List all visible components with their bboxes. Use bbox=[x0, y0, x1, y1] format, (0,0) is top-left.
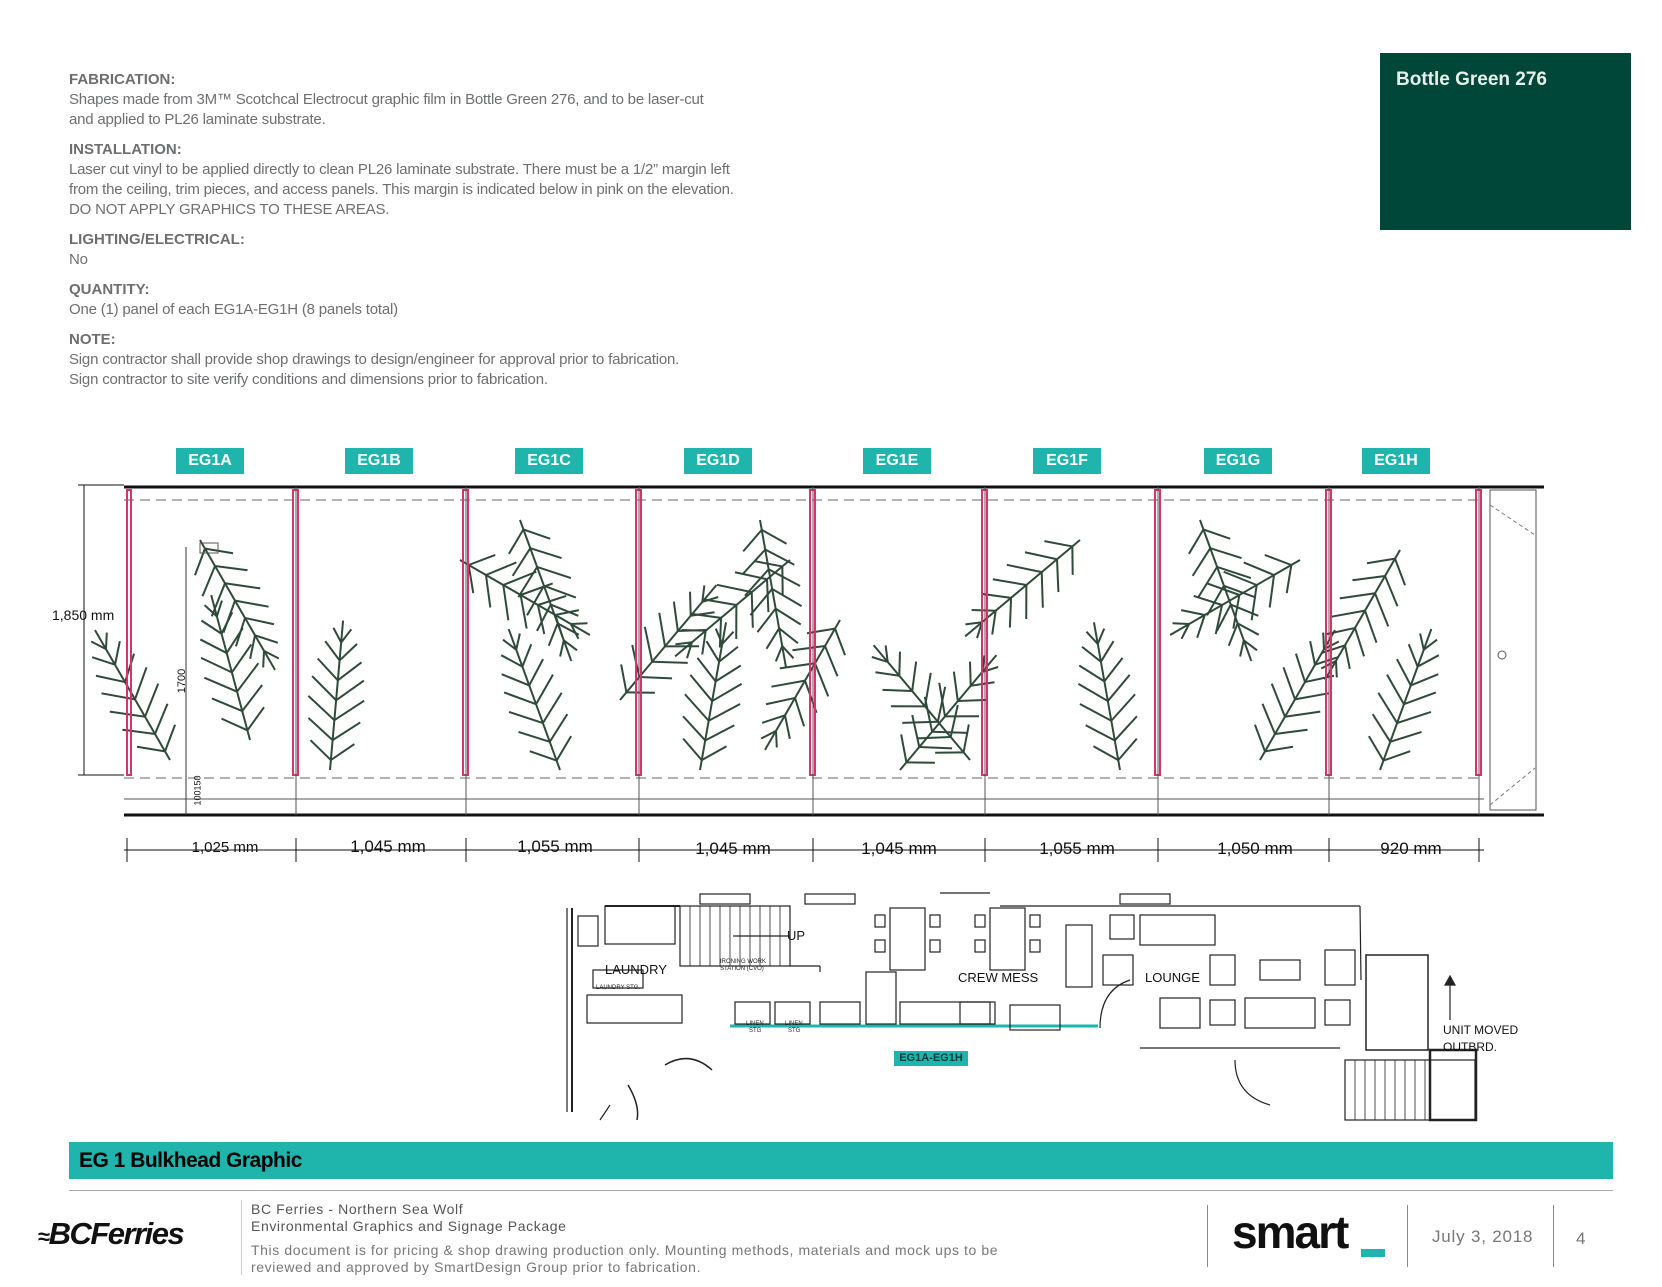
spec-section: FABRICATION: Shapes made from 3M™ Scotch… bbox=[69, 70, 769, 400]
bcferries-wordmark: BCFerries bbox=[48, 1216, 185, 1251]
panel-tag-eg1a: EG1A bbox=[176, 448, 244, 474]
footer-divider-4 bbox=[1553, 1205, 1554, 1267]
smart-logo: smart bbox=[1232, 1206, 1349, 1258]
width-eg1g: 1,050 mm bbox=[1217, 839, 1293, 858]
panel-tag-eg1e: EG1E bbox=[863, 448, 931, 474]
base-dimension-2: 150 bbox=[192, 775, 203, 791]
project-line-2: Environmental Graphics and Signage Packa… bbox=[251, 1218, 567, 1234]
smart-logo-underscore bbox=[1361, 1249, 1385, 1257]
label-lounge: LOUNGE bbox=[1145, 970, 1200, 985]
project-line-1: BC Ferries - Northern Sea Wolf bbox=[251, 1201, 464, 1217]
panel-tag-eg1h: EG1H bbox=[1362, 448, 1430, 474]
width-eg1d: 1,045 mm bbox=[695, 839, 771, 858]
panel-tag-eg1b: EG1B bbox=[345, 448, 413, 474]
label-linen-stg-2: STG bbox=[788, 1028, 801, 1034]
quantity-heading: QUANTITY: bbox=[69, 281, 150, 298]
installation-text: Laser cut vinyl to be applied directly t… bbox=[69, 161, 734, 218]
label-linen-2: LINEN bbox=[785, 1021, 803, 1027]
floor-plan-tag: EG1A-EG1H bbox=[894, 1051, 968, 1066]
page-number: 4 bbox=[1576, 1229, 1586, 1248]
label-linen-1: LINEN bbox=[746, 1021, 764, 1027]
label-ironing-2: STATION (CVO) bbox=[720, 966, 764, 972]
base-dimension-1: 100 bbox=[192, 790, 203, 806]
page-title: EG 1 Bulkhead Graphic bbox=[79, 1149, 302, 1172]
width-eg1a: 1,025 mm bbox=[191, 839, 259, 856]
label-ironing-1: IRONING WORK bbox=[720, 959, 766, 965]
label-crew-mess: CREW MESS bbox=[958, 970, 1039, 985]
document-date: July 3, 2018 bbox=[1432, 1227, 1534, 1246]
width-eg1f: 1,055 mm bbox=[1039, 839, 1115, 858]
panel-tag-eg1c: EG1C bbox=[515, 448, 583, 474]
label-outbrd: OUTBRD. bbox=[1443, 1040, 1497, 1054]
fabrication-heading: FABRICATION: bbox=[69, 71, 176, 88]
panel-tag-eg1g: EG1G bbox=[1204, 448, 1272, 474]
installation-heading: INSTALLATION: bbox=[69, 141, 182, 158]
disclaimer-line-2: reviewed and approved by SmartDesign Gro… bbox=[251, 1259, 702, 1275]
label-laundry-stg: LAUNDRY STG. bbox=[596, 985, 641, 991]
note-heading: NOTE: bbox=[69, 331, 116, 348]
foliage-pattern bbox=[69, 509, 1459, 789]
label-linen-stg-1: STG bbox=[749, 1028, 762, 1034]
footer-divider-3 bbox=[1407, 1205, 1408, 1267]
quantity-block: QUANTITY: One (1) panel of each EG1A-EG1… bbox=[69, 280, 769, 320]
height-dimension: 1,850 mm bbox=[52, 607, 115, 623]
installation-block: INSTALLATION: Laser cut vinyl to be appl… bbox=[69, 140, 769, 220]
footer-divider-1 bbox=[241, 1200, 242, 1275]
note-block: NOTE: Sign contractor shall provide shop… bbox=[69, 330, 769, 390]
lighting-text: No bbox=[69, 251, 88, 268]
width-eg1b: 1,045 mm bbox=[350, 837, 426, 856]
note-text: Sign contractor shall provide shop drawi… bbox=[69, 351, 680, 388]
panel-tag-eg1d: EG1D bbox=[684, 448, 752, 474]
bcferries-logo: ≈BCFerries bbox=[38, 1216, 185, 1252]
bcferries-wave-icon: ≈ bbox=[38, 1224, 50, 1249]
footer-rule bbox=[69, 1190, 1613, 1191]
width-eg1h: 920 mm bbox=[1380, 839, 1442, 858]
lighting-heading: LIGHTING/ELECTRICAL: bbox=[69, 231, 245, 248]
width-eg1c: 1,055 mm bbox=[517, 837, 593, 856]
lighting-block: LIGHTING/ELECTRICAL: No bbox=[69, 230, 769, 270]
inner-height-dimension: 1700 bbox=[176, 668, 189, 694]
fabrication-text: Shapes made from 3M™ Scotchcal Electrocu… bbox=[69, 91, 704, 128]
label-up: UP bbox=[787, 928, 806, 943]
floor-plan bbox=[566, 892, 1478, 1122]
footer-divider-2 bbox=[1207, 1205, 1208, 1267]
title-bar: EG 1 Bulkhead Graphic bbox=[69, 1142, 1613, 1179]
fabrication-block: FABRICATION: Shapes made from 3M™ Scotch… bbox=[69, 70, 769, 130]
quantity-text: One (1) panel of each EG1A-EG1H (8 panel… bbox=[69, 301, 398, 318]
disclaimer-line-1: This document is for pricing & shop draw… bbox=[251, 1242, 999, 1258]
swatch-label: Bottle Green 276 bbox=[1396, 69, 1547, 90]
color-swatch: Bottle Green 276 bbox=[1380, 53, 1631, 230]
label-unit-moved: UNIT MOVED bbox=[1443, 1023, 1519, 1037]
panel-margins bbox=[126, 489, 1482, 776]
width-eg1e: 1,045 mm bbox=[861, 839, 937, 858]
panel-tag-eg1f: EG1F bbox=[1033, 448, 1101, 474]
label-laundry: LAUNDRY bbox=[605, 962, 667, 977]
elevation-drawing bbox=[69, 484, 1544, 862]
